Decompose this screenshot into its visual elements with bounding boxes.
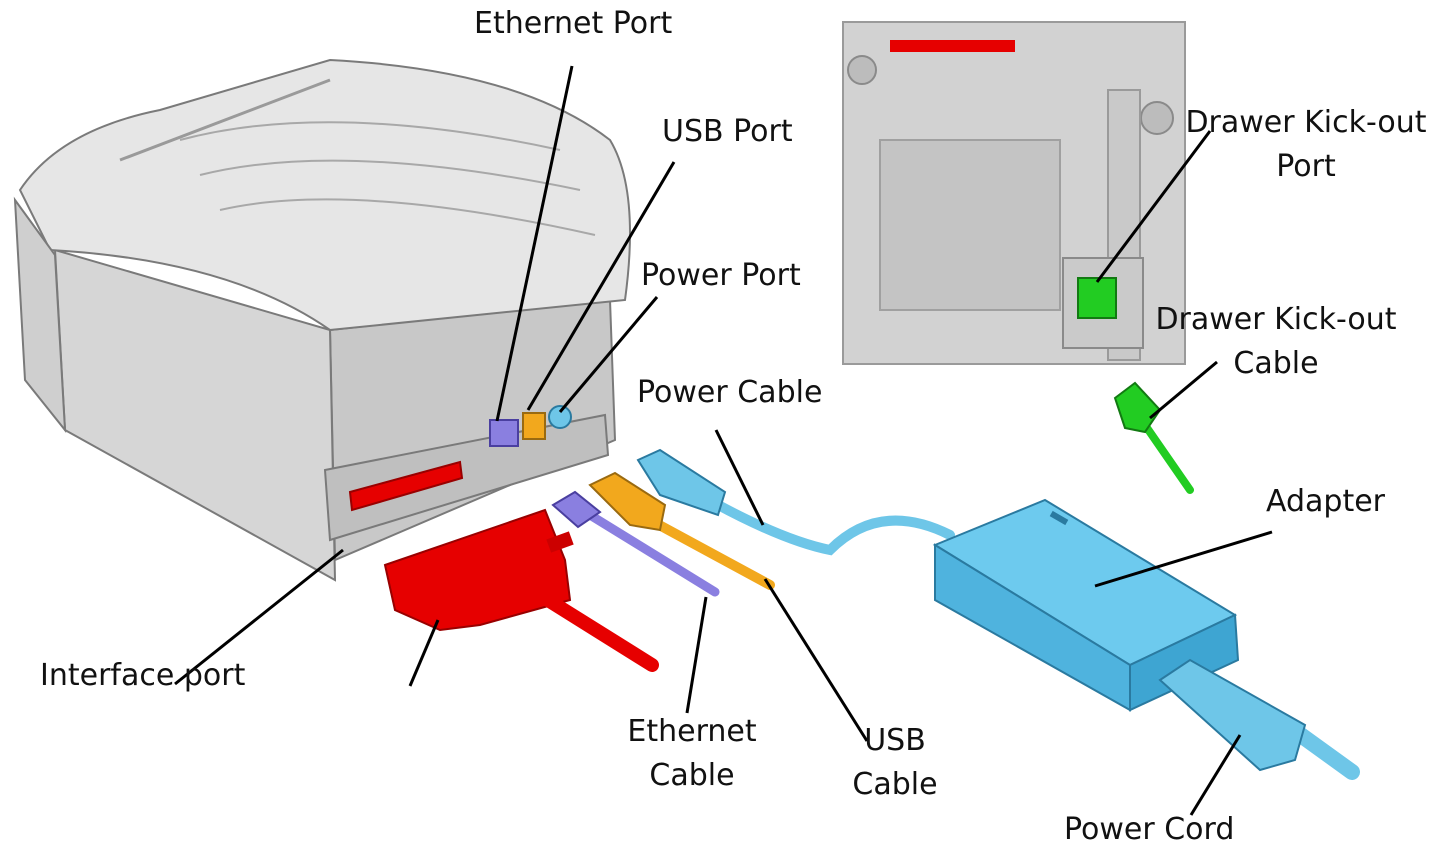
power-cord (1158, 658, 1360, 780)
leader-usb-cable (763, 578, 869, 742)
label-adapter-text: Adapter (1266, 484, 1386, 519)
drawer-cable-wire (1141, 421, 1194, 494)
label-usb-port: USB Port (662, 110, 793, 154)
label-drawer-kick-out-port: Drawer Kick-out Port (1180, 101, 1432, 189)
label-power-port: Power Port (641, 254, 801, 298)
label-ethernet-cable-line1: Ethernet (627, 714, 757, 749)
adapter (932, 498, 1240, 712)
drawer-kick-out-cable (1113, 381, 1194, 494)
label-drawer-port-line2: Port (1276, 149, 1336, 184)
label-interface-port-text: Interface port (40, 658, 246, 693)
label-usb-cable-line2: Cable (852, 767, 938, 802)
leader-lines (174, 65, 1273, 816)
adapter-label-mark (1049, 510, 1069, 526)
label-power-cord-text: Power Cord (1064, 812, 1235, 847)
leader-ethernet-port (495, 65, 574, 422)
power-cord-plug (1158, 658, 1307, 772)
usb-port (522, 412, 546, 440)
label-drawer-cable-line1: Drawer Kick-out (1155, 302, 1397, 337)
interface-thumbscrew (546, 531, 574, 553)
label-power-cable: Power Cable (637, 371, 822, 415)
leader-ethernet-cable (685, 596, 708, 714)
leader-power-cable (714, 429, 765, 526)
leader-power-port (558, 296, 659, 413)
leader-usb-port (526, 161, 676, 411)
power-cable-wire (695, 490, 955, 556)
interface-cable-tail (533, 588, 659, 672)
inset-foot-right (1140, 101, 1174, 135)
ethernet-cable-wire (585, 510, 720, 597)
power-port (548, 405, 572, 429)
label-ethernet-cable-line2: Cable (649, 758, 735, 793)
interface-connector (383, 508, 572, 632)
leader-drawer-cable (1149, 360, 1218, 420)
ethernet-cable (551, 490, 720, 597)
label-usb-port-text: USB Port (662, 114, 793, 149)
power-cable (636, 448, 955, 556)
usb-cable (588, 471, 775, 590)
printer-cover (18, 58, 631, 332)
label-drawer-kick-out-cable: Drawer Kick-out Cable (1150, 298, 1402, 386)
ethernet-port (489, 419, 519, 447)
label-power-cord: Power Cord (1064, 808, 1234, 852)
label-usb-cable: USB Cable (840, 719, 950, 807)
leader-drawer-port (1095, 130, 1212, 283)
printer (13, 58, 631, 582)
leader-interface-cable (408, 619, 440, 687)
cover-edge (119, 78, 331, 162)
leader-adapter (1094, 530, 1273, 588)
label-ethernet-port-text: Ethernet Port (474, 6, 673, 41)
label-drawer-port-line1: Drawer Kick-out (1185, 105, 1427, 140)
drawer-port-inset (842, 21, 1186, 365)
inset-panel (879, 139, 1061, 311)
label-drawer-cable-line2: Cable (1233, 346, 1319, 381)
label-power-cable-text: Power Cable (637, 375, 823, 410)
label-interface-port: Interface port (40, 654, 245, 698)
adapter-side (1129, 613, 1240, 712)
leader-interface-port (174, 548, 344, 686)
cover-ribs (179, 121, 596, 236)
label-power-port-text: Power Port (641, 258, 801, 293)
ethernet-plug (551, 490, 602, 529)
drawer-kick-out-port (1077, 277, 1117, 319)
label-usb-cable-line1: USB (864, 723, 926, 758)
label-ethernet-cable: Ethernet Cable (613, 710, 771, 798)
leader-power-cord (1189, 734, 1242, 816)
drawer-cable-plug (1113, 381, 1162, 434)
inset-red-strip (890, 40, 1015, 52)
usb-plug (588, 471, 667, 532)
label-adapter: Adapter (1266, 480, 1385, 524)
printer-front-bezel (13, 196, 67, 434)
label-ethernet-port: Ethernet Port (474, 2, 672, 46)
interface-cable (383, 508, 659, 672)
power-plug (636, 448, 727, 517)
inset-foot-left (847, 55, 877, 85)
usb-cable-wire (645, 515, 775, 590)
interface-port (348, 460, 464, 512)
